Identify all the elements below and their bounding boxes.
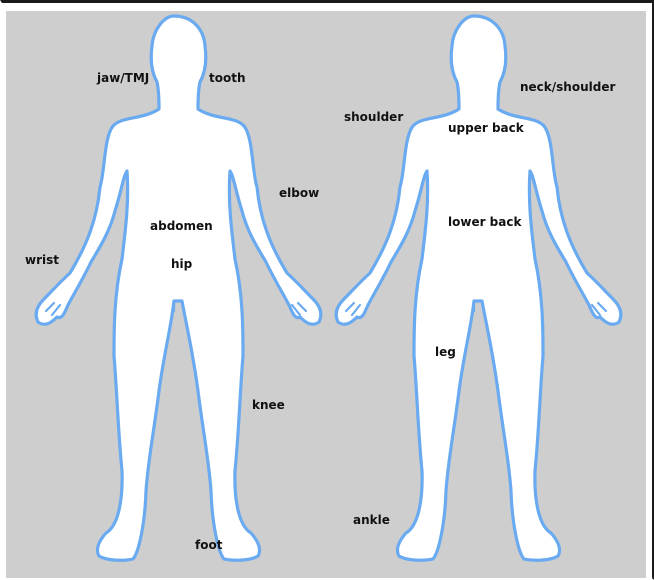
back-body-figure bbox=[6, 11, 646, 579]
label-tooth[interactable]: tooth bbox=[209, 71, 246, 85]
label-elbow[interactable]: elbow bbox=[279, 186, 319, 200]
label-neck-shoulder[interactable]: neck/shoulder bbox=[520, 80, 615, 94]
body-map-panel: jaw/TMJ tooth elbow abdomen wrist hip kn… bbox=[6, 11, 646, 579]
label-abdomen[interactable]: abdomen bbox=[150, 219, 213, 233]
label-lower-back[interactable]: lower back bbox=[448, 215, 521, 229]
label-ankle[interactable]: ankle bbox=[353, 513, 390, 527]
label-jaw-tmj[interactable]: jaw/TMJ bbox=[97, 71, 149, 85]
label-shoulder[interactable]: shoulder bbox=[344, 110, 403, 124]
label-upper-back[interactable]: upper back bbox=[448, 121, 524, 135]
label-knee[interactable]: knee bbox=[252, 398, 285, 412]
label-foot[interactable]: foot bbox=[195, 538, 222, 552]
back-body-outline bbox=[336, 16, 621, 560]
label-leg[interactable]: leg bbox=[435, 345, 456, 359]
label-wrist[interactable]: wrist bbox=[25, 253, 59, 267]
label-hip[interactable]: hip bbox=[171, 257, 192, 271]
